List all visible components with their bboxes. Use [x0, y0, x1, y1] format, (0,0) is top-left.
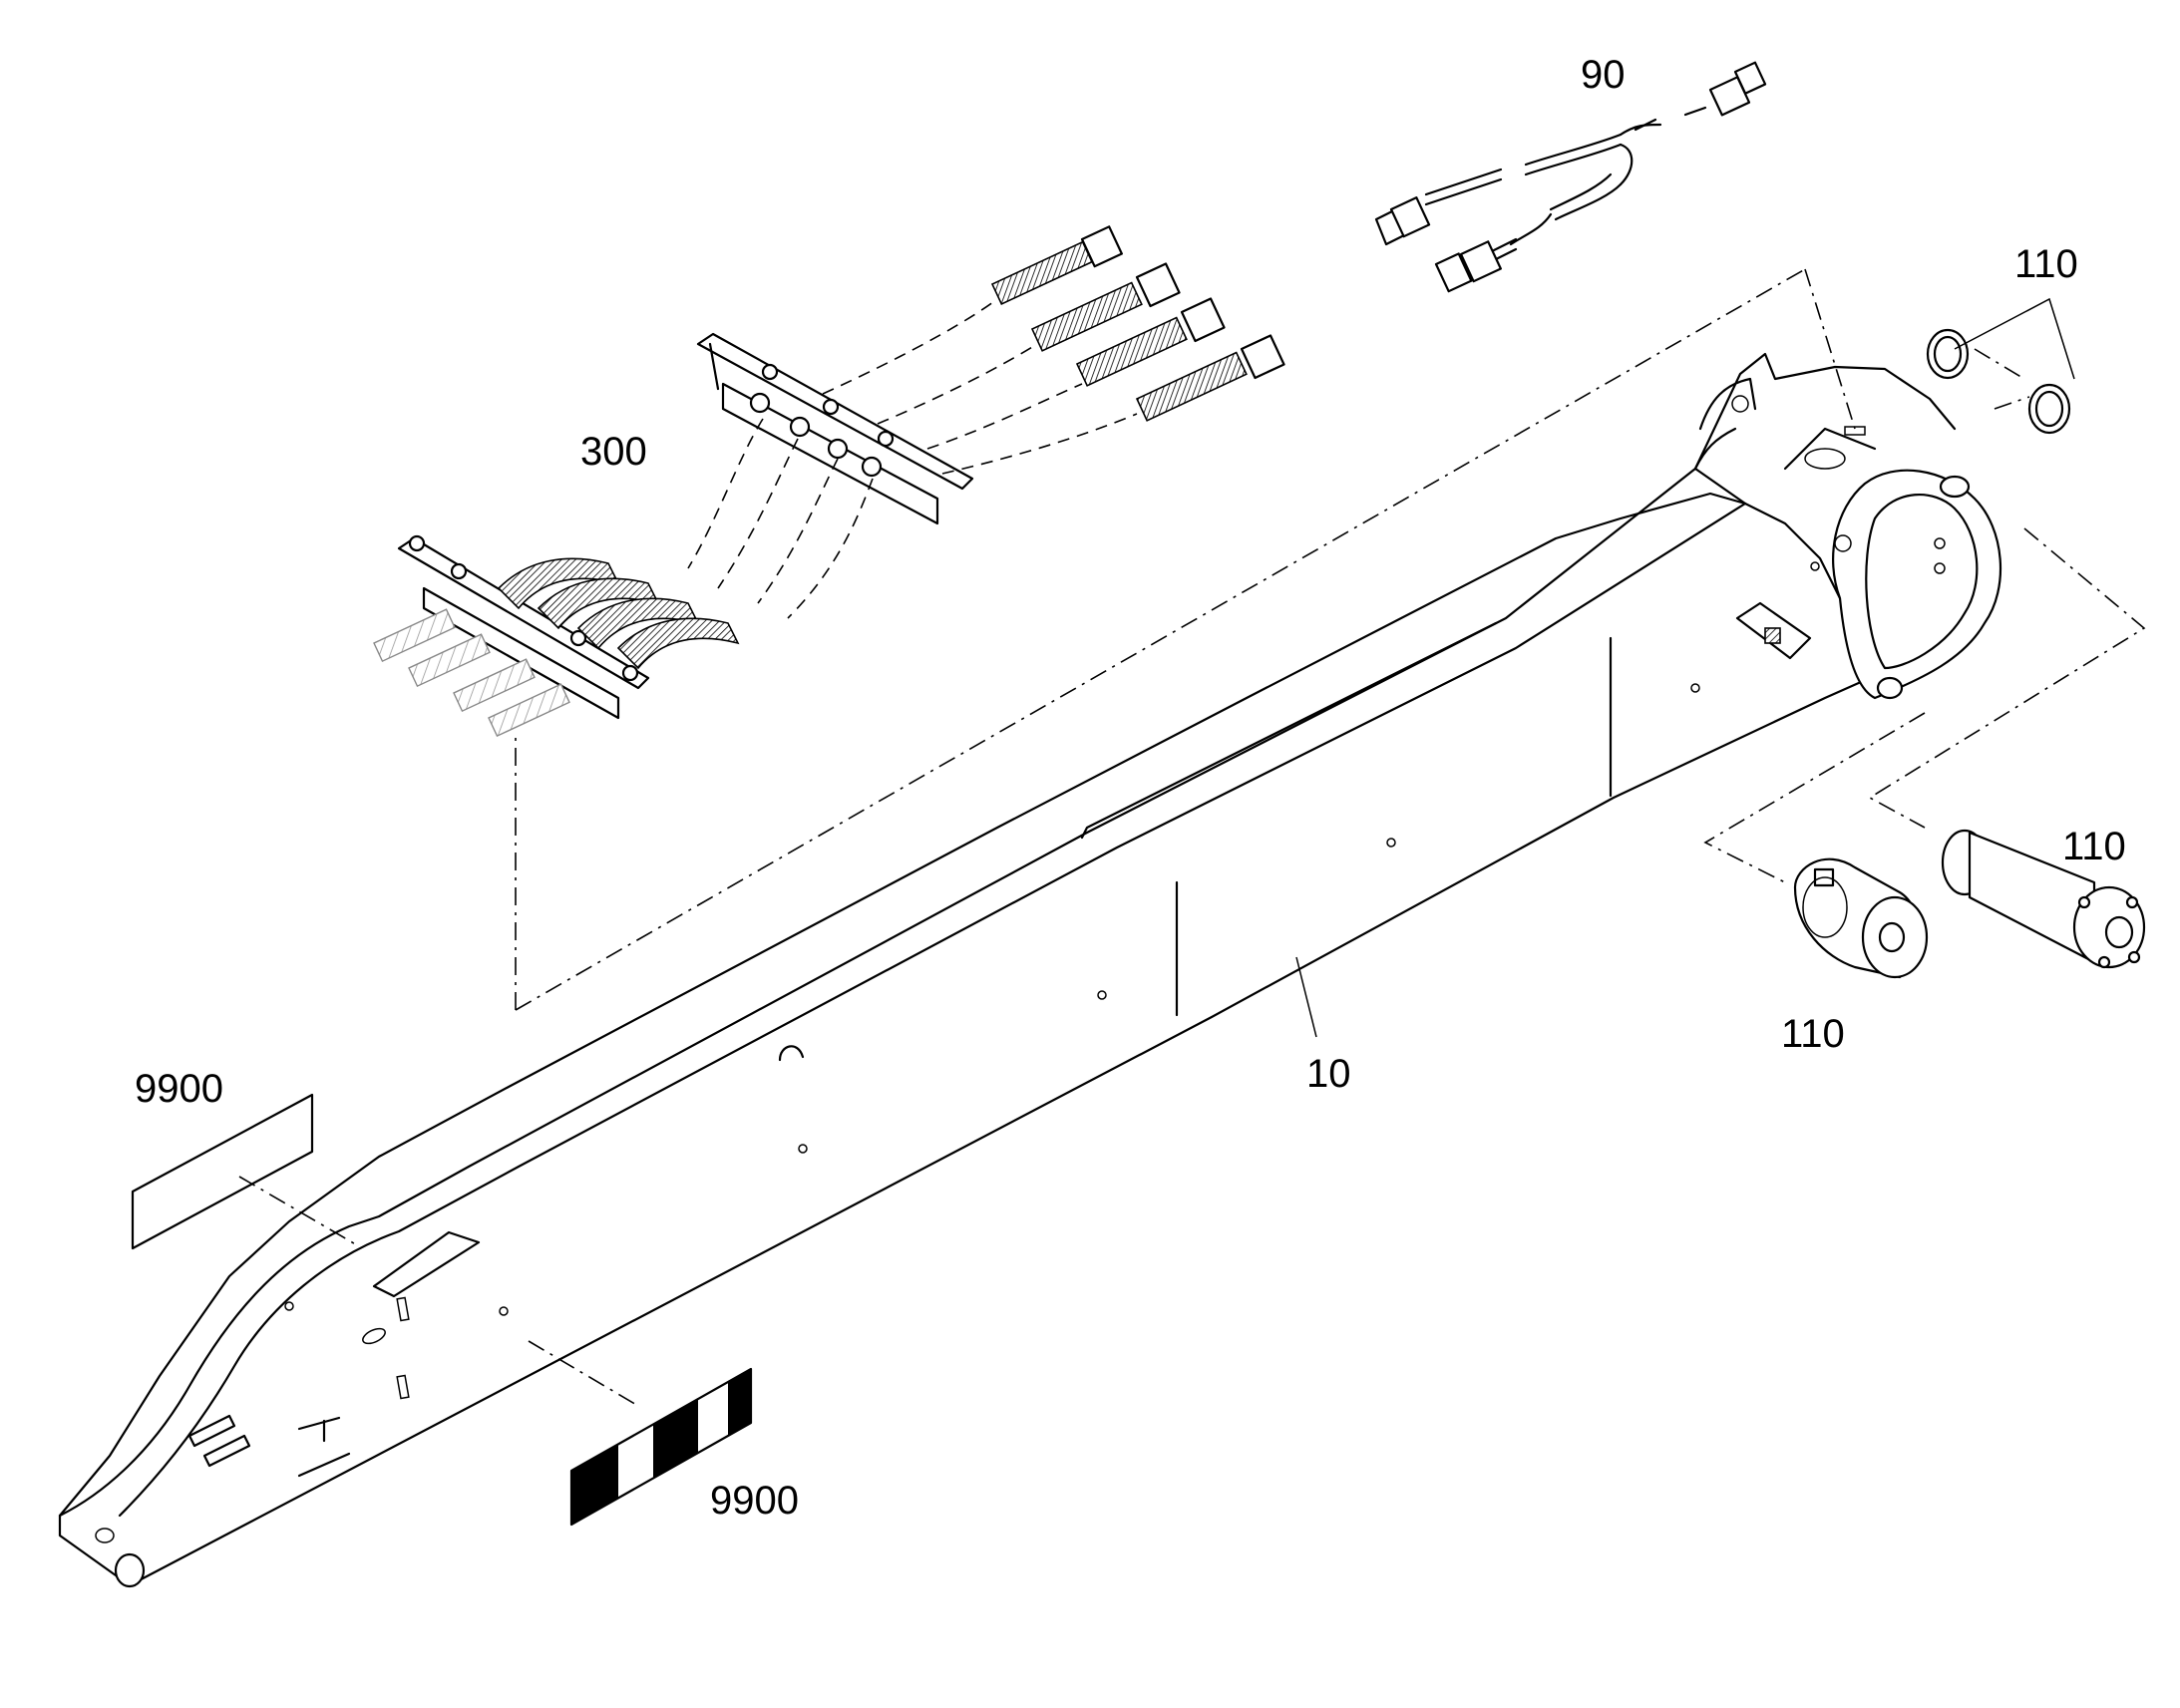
- hose-fitting-3: [1075, 297, 1226, 387]
- seal-ring-1: [1926, 328, 1970, 380]
- pivot-pin: [1941, 829, 2146, 969]
- cable-harness: [1374, 61, 1767, 293]
- hose-fitting-1: [990, 225, 1123, 306]
- label-part-110-bottom: 110: [1781, 1012, 1845, 1056]
- decal-warning-stripes: [569, 1367, 753, 1527]
- hose-fitting-4: [1135, 334, 1285, 422]
- label-part-300: 300: [580, 430, 647, 474]
- bushing: [1793, 857, 1929, 979]
- hose-fitting-2: [1030, 262, 1181, 352]
- label-part-110-top: 110: [2014, 242, 2078, 286]
- seal-ring-2: [2027, 383, 2071, 435]
- decal-plain: [131, 1093, 314, 1250]
- label-part-10: 10: [1306, 1052, 1351, 1096]
- boom-arm: [58, 352, 2002, 1588]
- hose-manifold-assembly: [373, 225, 1285, 738]
- label-part-110-right: 110: [2062, 825, 2126, 868]
- assembly-lines: [238, 268, 2146, 1407]
- label-part-9900-top: 9900: [135, 1067, 223, 1111]
- label-part-9900-bottom: 9900: [710, 1479, 799, 1523]
- label-part-90: 90: [1581, 53, 1626, 97]
